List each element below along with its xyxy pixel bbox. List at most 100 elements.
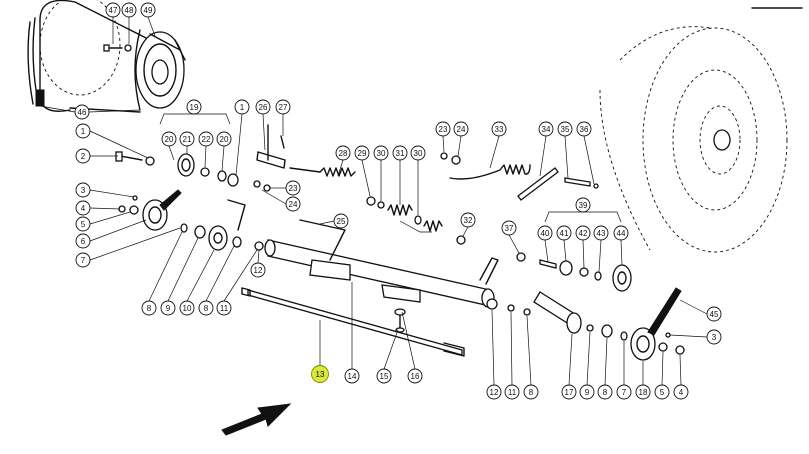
callout-2[interactable]: 2	[75, 148, 91, 164]
callout-8[interactable]: 8	[141, 300, 157, 316]
callout-number: 32	[464, 216, 473, 225]
callout-15[interactable]: 15	[376, 368, 392, 384]
callout-26[interactable]: 26	[255, 99, 271, 115]
callout-circle	[616, 384, 632, 400]
callout-37[interactable]: 37	[501, 220, 517, 236]
callout-40[interactable]: 40	[537, 225, 553, 241]
callout-number: 23	[289, 184, 298, 193]
callout-22[interactable]: 22	[198, 131, 214, 147]
callout-circle	[75, 123, 91, 139]
callout-25[interactable]: 25	[333, 213, 349, 229]
callout-number: 8	[603, 388, 608, 397]
callout-1[interactable]: 1	[234, 99, 250, 115]
callout-11[interactable]: 11	[504, 384, 520, 400]
callout-circle	[706, 306, 722, 322]
callout-12[interactable]: 12	[250, 262, 266, 278]
callout-48[interactable]: 48	[121, 2, 137, 18]
callout-circle	[597, 384, 613, 400]
callout-number: 26	[259, 103, 268, 112]
callout-7[interactable]: 7	[75, 252, 91, 268]
callout-number: 9	[166, 304, 171, 313]
callout-19[interactable]: 19	[186, 99, 202, 115]
callout-9[interactable]: 9	[160, 300, 176, 316]
callout-24[interactable]: 24	[453, 121, 469, 137]
callout-12[interactable]: 12	[486, 384, 502, 400]
callout-number: 37	[505, 224, 514, 233]
callout-10[interactable]: 10	[179, 300, 195, 316]
callout-number: 3	[712, 333, 717, 342]
callout-8[interactable]: 8	[198, 300, 214, 316]
callout-32[interactable]: 32	[460, 212, 476, 228]
callout-20[interactable]: 20	[161, 131, 177, 147]
callout-number: 5	[81, 220, 86, 229]
callout-33[interactable]: 33	[491, 121, 507, 137]
callout-21[interactable]: 21	[179, 131, 195, 147]
callout-47[interactable]: 47	[105, 2, 121, 18]
callout-41[interactable]: 41	[556, 225, 572, 241]
callout-23[interactable]: 23	[285, 180, 301, 196]
callout-11[interactable]: 11	[216, 300, 232, 316]
callout-number: 34	[542, 125, 551, 134]
callout-number: 10	[183, 304, 192, 313]
callout-39[interactable]: 39	[575, 197, 591, 213]
callout-7[interactable]: 7	[616, 384, 632, 400]
callout-23[interactable]: 23	[435, 121, 451, 137]
callout-circle	[501, 220, 517, 236]
callout-number: 12	[490, 388, 499, 397]
right-parts	[456, 167, 685, 361]
main-frame	[264, 219, 531, 316]
callout-14[interactable]: 14	[344, 368, 360, 384]
callout-44[interactable]: 44	[613, 225, 629, 241]
callout-3[interactable]: 3	[706, 329, 722, 345]
callout-34[interactable]: 34	[538, 121, 554, 137]
callout-31[interactable]: 31	[392, 145, 408, 161]
callout-8[interactable]: 8	[597, 384, 613, 400]
callout-circle	[486, 384, 502, 400]
callout-number: 46	[78, 108, 87, 117]
callout-number: 22	[202, 135, 211, 144]
callout-45[interactable]: 45	[706, 306, 722, 322]
callout-5[interactable]: 5	[75, 216, 91, 232]
leader-lines	[39, 16, 708, 386]
callout-circle	[74, 104, 90, 120]
callout-30[interactable]: 30	[410, 145, 426, 161]
callout-9[interactable]: 9	[579, 384, 595, 400]
callout-18[interactable]: 18	[635, 384, 651, 400]
callout-13[interactable]: 13	[311, 365, 329, 383]
callout-circle	[216, 300, 232, 316]
callout-43[interactable]: 43	[593, 225, 609, 241]
callout-28[interactable]: 28	[335, 145, 351, 161]
callout-29[interactable]: 29	[354, 145, 370, 161]
callout-27[interactable]: 27	[275, 99, 291, 115]
callout-5[interactable]: 5	[654, 384, 670, 400]
callout-circle	[250, 262, 266, 278]
callout-4[interactable]: 4	[75, 200, 91, 216]
callout-number: 31	[396, 149, 405, 158]
callout-16[interactable]: 16	[407, 368, 423, 384]
callout-circle	[613, 225, 629, 241]
callout-circle	[335, 145, 351, 161]
callout-35[interactable]: 35	[557, 121, 573, 137]
callout-8[interactable]: 8	[523, 384, 539, 400]
callout-24[interactable]: 24	[285, 196, 301, 212]
callout-30[interactable]: 30	[373, 145, 389, 161]
callout-circle	[275, 99, 291, 115]
callout-17[interactable]: 17	[561, 384, 577, 400]
callout-20[interactable]: 20	[216, 131, 232, 147]
callout-circle	[435, 121, 451, 137]
callout-circle	[557, 121, 573, 137]
callout-46[interactable]: 46	[74, 104, 90, 120]
callout-number: 39	[579, 201, 588, 210]
callout-circle	[373, 145, 389, 161]
callout-number: 30	[414, 149, 423, 158]
callout-4[interactable]: 4	[673, 384, 689, 400]
callout-circle	[75, 252, 91, 268]
callout-42[interactable]: 42	[575, 225, 591, 241]
callout-36[interactable]: 36	[576, 121, 592, 137]
callout-circle	[504, 384, 520, 400]
callout-6[interactable]: 6	[75, 233, 91, 249]
callout-3[interactable]: 3	[75, 182, 91, 198]
callout-49[interactable]: 49	[140, 2, 156, 18]
callout-1[interactable]: 1	[75, 123, 91, 139]
callout-number: 11	[220, 304, 229, 313]
